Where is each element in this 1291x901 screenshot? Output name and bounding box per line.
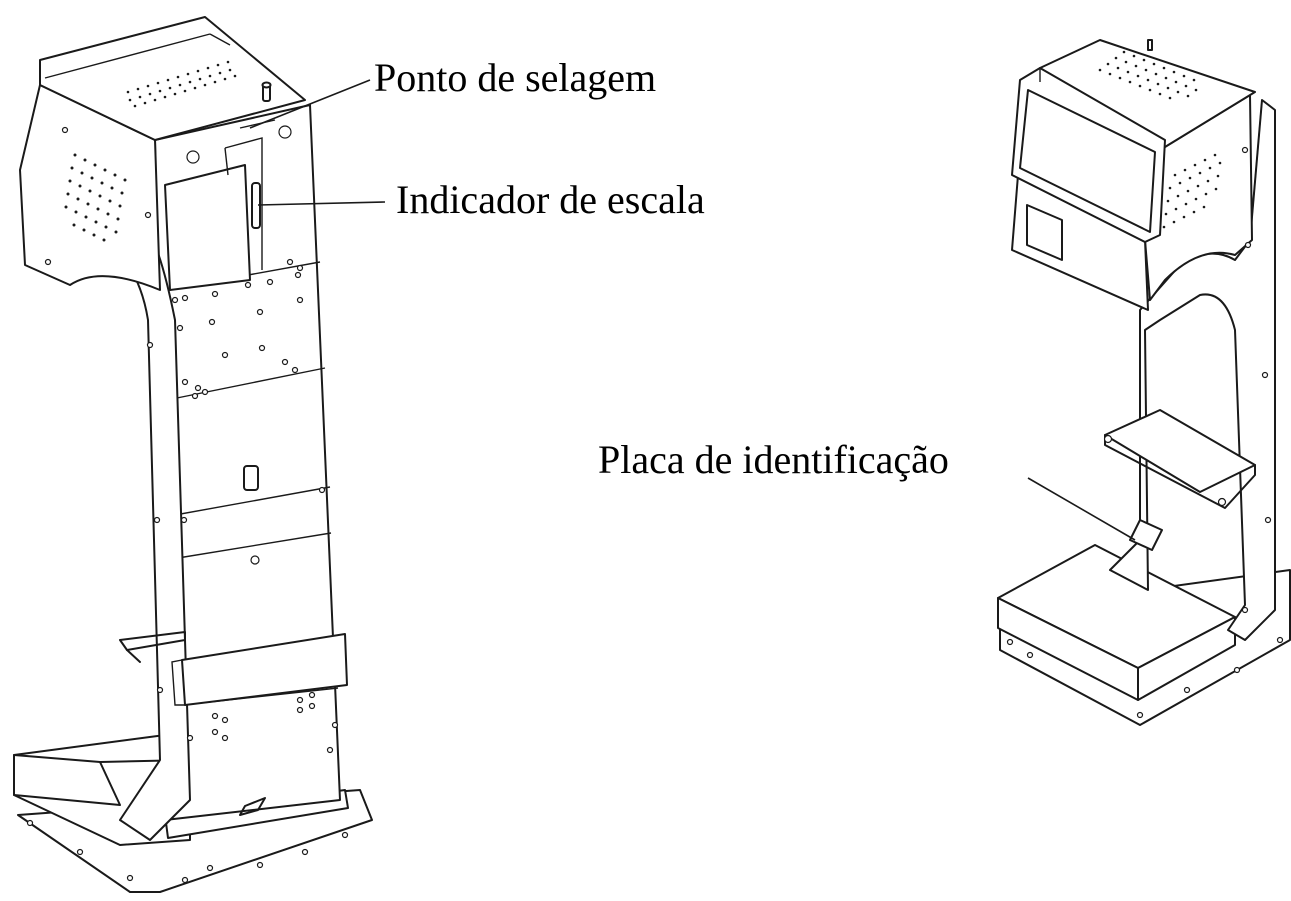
- right-top-seal: [1147, 39, 1153, 51]
- right-top-grille: [1098, 50, 1198, 100]
- left-head-side-panel: [19, 84, 161, 291]
- leader-sealing-point: [249, 79, 371, 129]
- left-access-slot: [243, 465, 259, 491]
- right-shelf: [1104, 409, 1256, 493]
- left-column-screws: [44, 126, 339, 754]
- identification-plate: [1129, 519, 1163, 551]
- left-head-top: [39, 16, 306, 141]
- label-scale-indicator: Indicador de escala: [396, 177, 705, 222]
- right-card-slot: [1026, 204, 1063, 261]
- right-head-side-panel: [1144, 94, 1253, 301]
- left-handle-bar: [119, 631, 186, 651]
- right-base-holes: [1006, 636, 1284, 719]
- left-head-hole-2: [278, 125, 292, 139]
- left-bumper-block: [181, 633, 348, 706]
- scale-indicator-box: [164, 164, 251, 291]
- label-identification-plate: Placa de identificação: [598, 437, 949, 482]
- left-top-grille: [126, 60, 237, 108]
- left-kiosk-rear-view: [13, 16, 373, 893]
- right-screen: [1019, 89, 1156, 233]
- left-base-holes: [26, 819, 349, 884]
- sealing-point-bolt: [261, 81, 272, 102]
- label-sealing-point: Ponto de selagem: [374, 55, 657, 100]
- left-bottom-marker: [239, 797, 266, 816]
- leader-scale-indicator: [257, 201, 386, 206]
- right-side-grille: [1162, 153, 1222, 229]
- leader-identification-plate: [1027, 477, 1136, 541]
- left-side-grille: [64, 153, 127, 242]
- right-column-screws: [1241, 146, 1272, 614]
- right-kiosk-front-view: [997, 39, 1291, 726]
- left-head-hole-1: [186, 150, 200, 164]
